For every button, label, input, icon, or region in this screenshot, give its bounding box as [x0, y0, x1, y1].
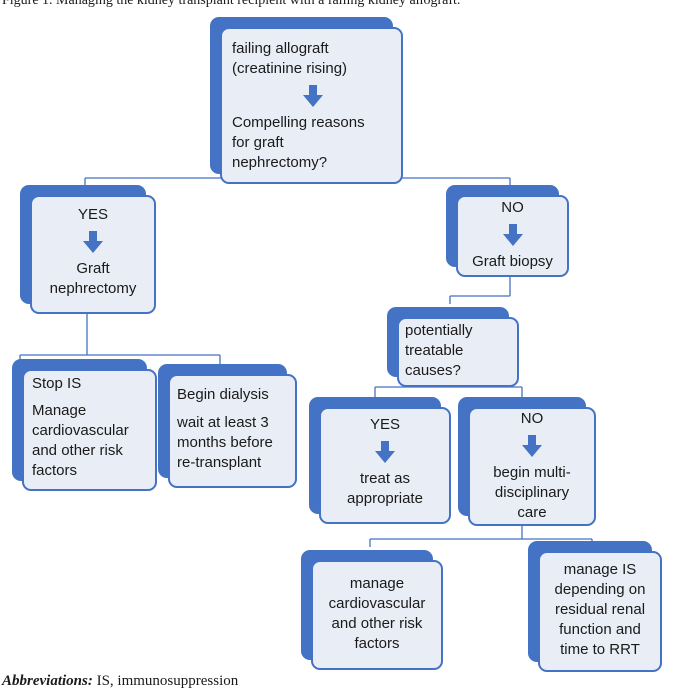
connector-care-split [369, 520, 593, 547]
treat-no-node: NO begin multi- disciplinary care [458, 397, 596, 526]
manage-is-line-2: depending on [554, 581, 646, 598]
down-arrow-icon [502, 224, 523, 246]
root-line-5: nephrectomy? [232, 154, 328, 171]
treat-yes-line-1: treat as [359, 470, 411, 487]
treat-no-line-3: care [517, 504, 547, 521]
manage-is-line-5: time to RRT [560, 641, 640, 658]
root-node: failing allograft (creatinine rising) Co… [210, 17, 403, 184]
manage-is-line-1: manage IS [563, 561, 637, 578]
dialysis-line-2: wait at least 3 [177, 414, 269, 431]
connector-nephrectomy-split [19, 305, 221, 364]
treatable-node: potentially treatable causes? [387, 307, 519, 387]
manage-cv-line-2: cardiovascular [328, 595, 426, 612]
root-line-4: for graft [232, 134, 284, 151]
root-line-3: Compelling reasons [232, 114, 365, 131]
stop-is-node: Stop IS Manage cardiovascular and other … [12, 359, 157, 491]
caption-text: Figure 1. Managing the kidney transplant… [2, 0, 461, 8]
treat-no-line-1: begin multi- [493, 464, 571, 481]
treatable-line-1: potentially [405, 322, 473, 339]
dialysis-line-3: months before [177, 434, 273, 451]
manage-cv-line-4: factors [354, 635, 400, 652]
stop-is-line-4: and other risk [32, 442, 123, 459]
yes-line-1: Graft [76, 260, 110, 277]
stop-is-line-1: Stop IS [32, 375, 82, 392]
dialysis-line-4: re-transplant [177, 454, 262, 471]
down-arrow-icon [302, 85, 323, 107]
abbreviations-footnote: Abbreviations: IS, immunosuppression [2, 673, 238, 690]
abbreviations-label: Abbreviations: [2, 673, 93, 689]
manage-cv-node: manage cardiovascular and other risk fac… [301, 550, 443, 670]
treat-yes-node: YES treat as appropriate [309, 397, 451, 524]
dialysis-node: Begin dialysis wait at least 3 months be… [158, 364, 297, 488]
yes-line-2: nephrectomy [49, 280, 137, 297]
yes-branch-node: YES Graft nephrectomy [20, 185, 156, 314]
treat-yes-label: YES [369, 416, 400, 433]
no-branch-node: NO Graft biopsy [446, 185, 569, 277]
manage-cv-line-3: and other risk [331, 615, 423, 632]
down-arrow-icon [522, 435, 542, 457]
connector-biopsy-treatable [449, 277, 511, 304]
down-arrow-icon [375, 441, 395, 463]
root-line-1: failing allograft [232, 40, 329, 57]
treat-no-label: NO [520, 410, 544, 427]
manage-cv-line-1: manage [349, 575, 405, 592]
manage-is-node: manage IS depending on residual renal fu… [528, 541, 662, 672]
figure-caption: Figure 1. Managing the kidney transplant… [2, 0, 685, 10]
stop-is-line-2: Manage [32, 402, 87, 419]
treatable-line-2: treatable [405, 342, 464, 359]
abbreviations-text: IS, immunosuppression [92, 673, 239, 689]
stop-is-line-3: cardiovascular [32, 422, 129, 439]
no-label: NO [501, 199, 524, 216]
yes-label: YES [77, 206, 108, 223]
manage-is-line-4: function and [559, 621, 641, 638]
stop-is-line-5: factors [32, 462, 78, 479]
treatable-line-3: causes? [405, 362, 461, 379]
root-line-2: (creatinine rising) [232, 60, 348, 77]
down-arrow-icon [83, 231, 103, 253]
no-line-1: Graft biopsy [472, 253, 553, 270]
manage-is-line-3: residual renal [554, 601, 646, 618]
dialysis-line-1: Begin dialysis [177, 386, 269, 403]
treat-yes-line-2: appropriate [347, 490, 423, 507]
treat-no-line-2: disciplinary [494, 484, 570, 501]
